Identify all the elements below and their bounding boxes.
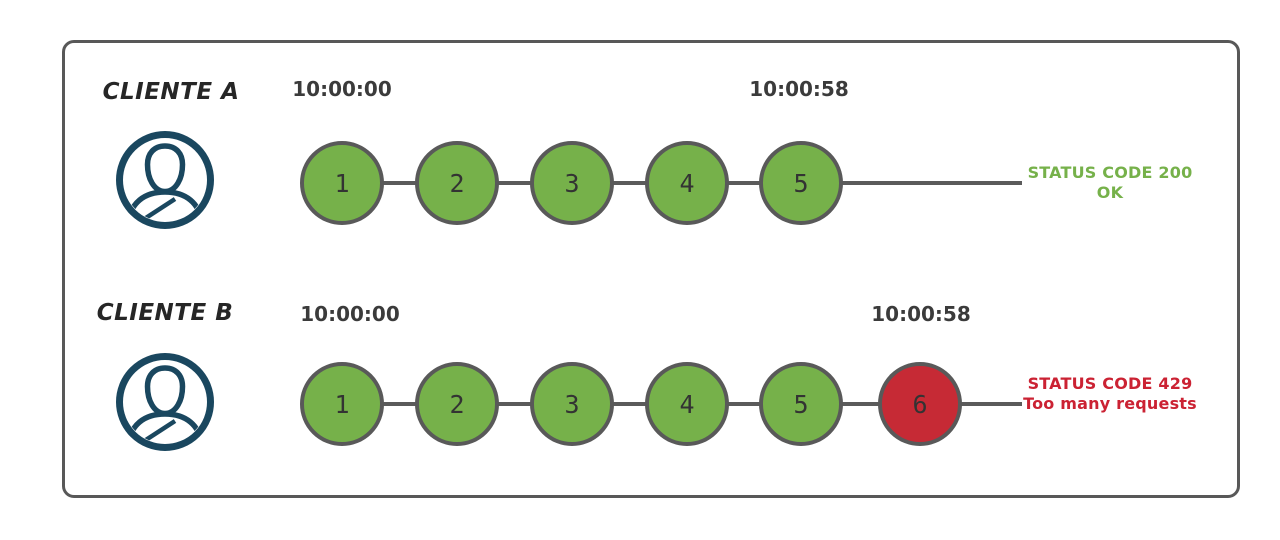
row-a-end-time: 10:00:58 <box>749 77 849 101</box>
row-a-status: STATUS CODE 200 OK <box>1000 163 1220 203</box>
request-number: 4 <box>679 168 695 198</box>
row-a-start-time: 10:00:00 <box>292 77 392 101</box>
request-number: 6 <box>912 389 928 419</box>
status-message-line: Too many requests <box>1023 394 1197 413</box>
request-circle: 3 <box>530 362 614 446</box>
request-number: 1 <box>334 389 350 419</box>
request-number: 2 <box>449 389 465 419</box>
request-circle: 5 <box>759 362 843 446</box>
request-circle: 1 <box>300 141 384 225</box>
row-b-end-time: 10:00:58 <box>871 302 971 326</box>
status-message-line: OK <box>1096 183 1124 202</box>
request-number: 3 <box>564 389 580 419</box>
diagram-frame <box>62 40 1240 498</box>
request-number: 5 <box>793 389 809 419</box>
row-b-status: STATUS CODE 429 Too many requests <box>1000 374 1220 414</box>
client-a-label: CLIENTE A <box>102 79 240 105</box>
request-circle: 4 <box>645 141 729 225</box>
request-number: 1 <box>334 168 350 198</box>
request-circle: 1 <box>300 362 384 446</box>
request-number: 2 <box>449 168 465 198</box>
request-number: 3 <box>564 168 580 198</box>
user-avatar-icon <box>116 131 214 229</box>
request-circle-blocked: 6 <box>878 362 962 446</box>
request-circle: 5 <box>759 141 843 225</box>
request-number: 5 <box>793 168 809 198</box>
request-circle: 2 <box>415 141 499 225</box>
request-circle: 2 <box>415 362 499 446</box>
status-code-line: STATUS CODE 200 <box>1027 163 1193 182</box>
request-number: 4 <box>679 389 695 419</box>
row-b-start-time: 10:00:00 <box>300 302 400 326</box>
status-code-line: STATUS CODE 429 <box>1027 374 1193 393</box>
user-avatar-icon <box>116 353 214 451</box>
request-circle: 4 <box>645 362 729 446</box>
request-circle: 3 <box>530 141 614 225</box>
client-b-label: CLIENTE B <box>96 300 234 326</box>
